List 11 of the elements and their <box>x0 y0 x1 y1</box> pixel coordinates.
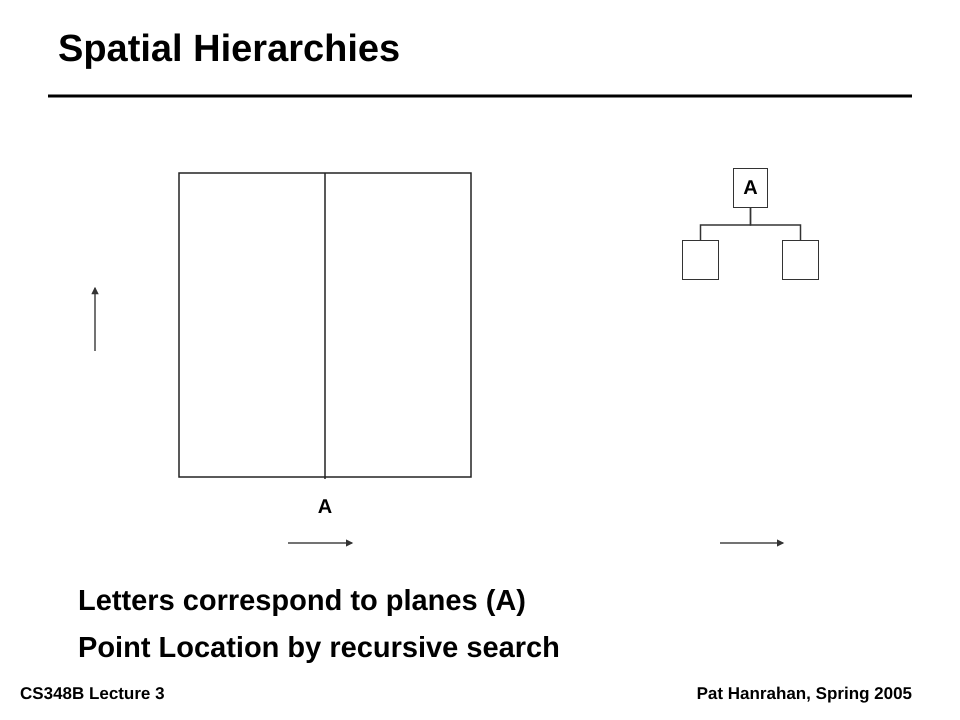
empty-node-box <box>682 240 719 280</box>
empty-node-box <box>782 240 819 280</box>
node-label: A <box>743 176 758 200</box>
tree-connector <box>750 208 802 240</box>
bullet-text: Letters correspond to planes (A) <box>78 585 526 618</box>
slide-title: Spatial Hierarchies <box>58 28 400 71</box>
tree-node-box <box>733 168 768 208</box>
footer-text: Pat Hanrahan, Spring 2005 <box>696 684 912 704</box>
bullet-text: Point Location by recursive search <box>78 632 560 665</box>
footer-text: CS348B Lecture 3 <box>20 684 165 704</box>
plane-label: A <box>318 496 332 519</box>
